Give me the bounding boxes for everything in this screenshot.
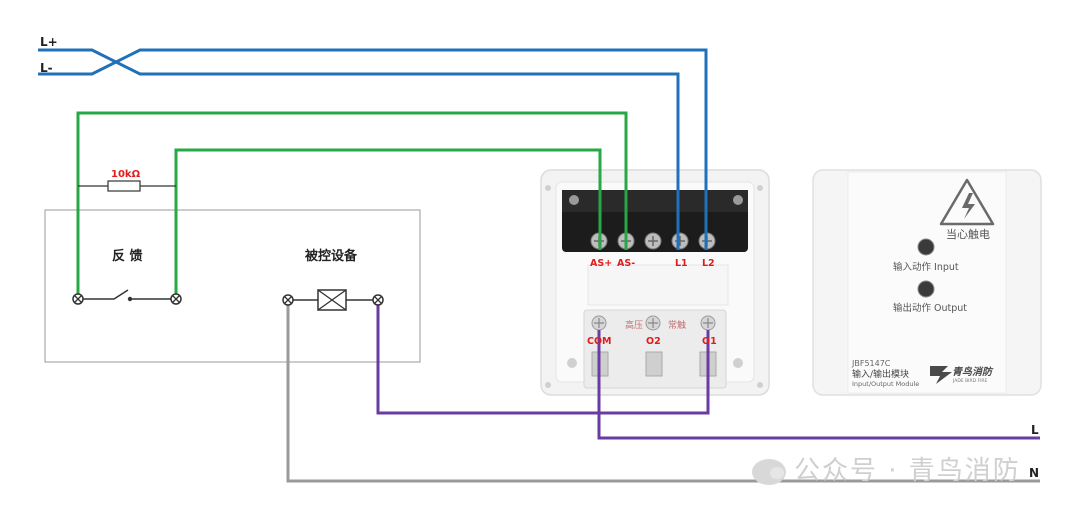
module-name-en: Input/Output Module [852, 380, 919, 388]
output-led-label: 输出动作 Output [893, 302, 967, 314]
wire-o1 [376, 302, 710, 415]
label-lminus: L- [40, 61, 53, 75]
model-number: JBF5147C [851, 359, 891, 368]
terminal-l1: L1 [675, 258, 688, 269]
feedback-switch [72, 289, 182, 305]
output-led-icon [917, 280, 935, 298]
io-module: 高压 常触 [540, 169, 770, 396]
wechat-icon [752, 458, 786, 485]
silk-label-high-voltage: 高压 [625, 319, 643, 331]
wire-com-to-l [597, 330, 1040, 440]
terminal-as-minus: AS- [617, 258, 635, 269]
bottom-terminal-block [583, 309, 727, 389]
watermark: 公众号 · 青鸟消防 [752, 450, 1021, 487]
electric-warning-icon [939, 178, 995, 226]
module-name-cn: 输入/输出模块 [852, 368, 909, 380]
controlled-device-label: 被控设备 [304, 248, 358, 264]
input-led-icon [917, 238, 935, 256]
label-n: N [1029, 466, 1039, 480]
controlled-equipment-box [44, 209, 421, 363]
label-lplus: L+ [40, 35, 58, 49]
wire-lminus [38, 48, 708, 250]
input-led-label: 输入动作 Input [893, 261, 959, 273]
wire-as-minus [76, 111, 628, 298]
silk-label-contact: 常触 [668, 319, 686, 331]
resistor: 10kΩ [78, 169, 176, 192]
resistor-label: 10kΩ [111, 169, 141, 180]
terminal-o2: O2 [646, 336, 661, 347]
label-l: L [1031, 423, 1039, 437]
terminal-com: COM [587, 336, 612, 347]
wire-as-plus [174, 148, 602, 298]
terminal-labels: AS+ AS- L1 L2 COM O2 O1 [587, 258, 717, 347]
module-front-panel: 当心触电 输入动作 Input 输出动作 Output JBF5147C 输入/… [812, 169, 1042, 396]
warning-text: 当心触电 [946, 227, 990, 241]
terminal-o1: O1 [702, 336, 717, 347]
controlled-device-coil [282, 289, 384, 311]
wire-lplus [38, 48, 680, 250]
brand-logo-icon [930, 366, 952, 384]
brand-name-cn: 青鸟消防 [952, 366, 994, 378]
watermark-text: 公众号 · 青鸟消防 [794, 456, 1021, 486]
output-wires [376, 302, 1040, 440]
feedback-wires [76, 111, 628, 298]
terminal-l2: L2 [702, 258, 715, 269]
brand-name-en: JADE BIRD FIRE [952, 378, 988, 384]
wire-neutral [286, 302, 1040, 483]
bus-wires [38, 48, 708, 250]
terminal-as-plus: AS+ [590, 258, 612, 269]
feedback-label: 反 馈 [112, 248, 143, 264]
